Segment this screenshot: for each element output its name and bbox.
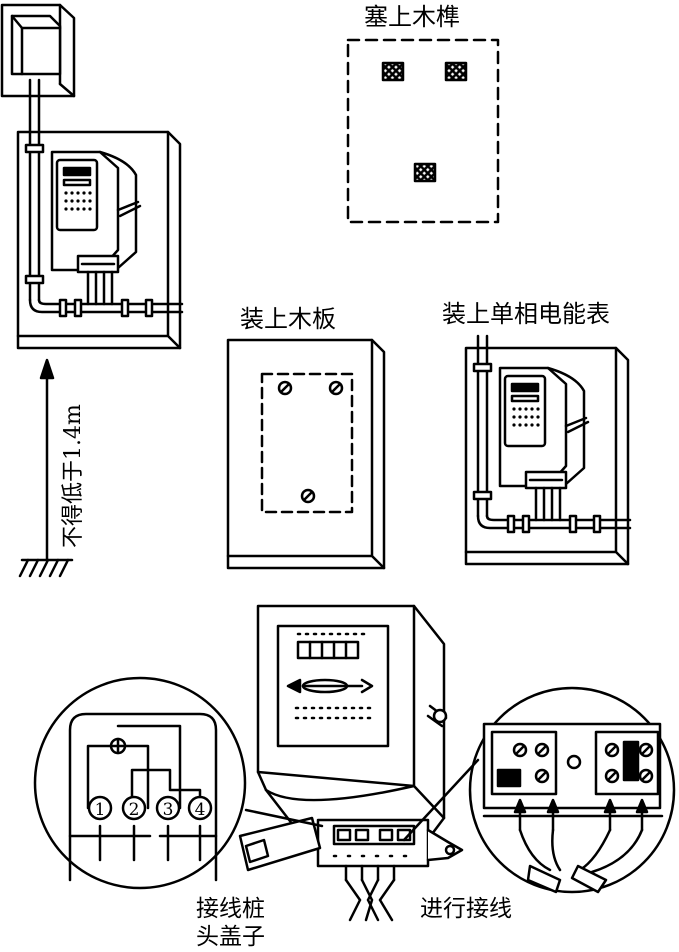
terminal-4 xyxy=(187,795,213,821)
terminal-3-number: 3 xyxy=(163,800,174,820)
wooden-plug-layout xyxy=(346,38,500,224)
completed-installation xyxy=(0,3,184,578)
height-note: 不得低于1.4m xyxy=(61,404,86,548)
mount-meter-label: 装上单相电能表 xyxy=(442,300,610,328)
mount-board-label: 装上木板 xyxy=(240,305,336,333)
terminal-2-number: 2 xyxy=(129,800,140,820)
terminal-1 xyxy=(87,795,113,821)
do-wiring-label: 进行接线 xyxy=(420,896,512,922)
meter-on-board xyxy=(464,334,632,566)
terminal-4-number: 4 xyxy=(195,800,206,820)
terminal-2 xyxy=(121,795,147,821)
terminal-1-number: 1 xyxy=(95,800,106,820)
terminal-cover-label-2: 头盖子 xyxy=(196,924,265,950)
terminal-cover-label-1: 接线桩 xyxy=(196,896,265,922)
terminal-closeup-circle xyxy=(402,686,676,894)
wooden-board xyxy=(226,338,386,570)
terminal-3 xyxy=(155,795,181,821)
internal-wiring-circle xyxy=(33,676,324,890)
large-meter xyxy=(238,604,464,922)
wooden-plugs-label: 塞上木榫 xyxy=(364,3,460,31)
